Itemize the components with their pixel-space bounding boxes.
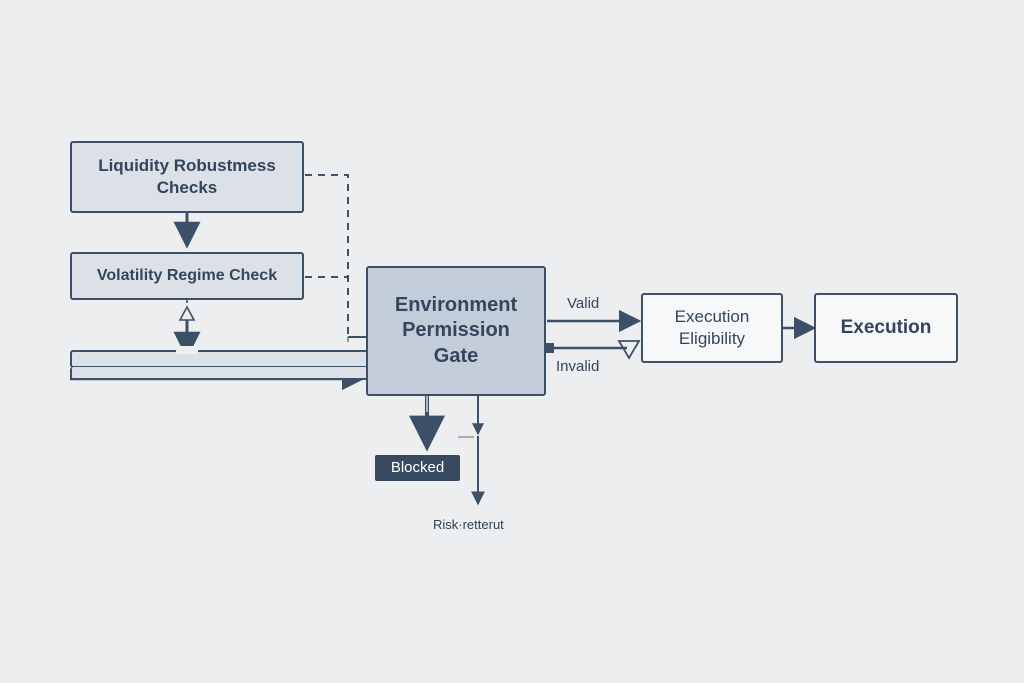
marker-hollow-triangle-down [617, 340, 641, 360]
node-eligibility-label-line2: Eligibility [678, 329, 746, 348]
node-blocked-label: Blocked [390, 459, 445, 477]
collapsed-box-notch [176, 346, 198, 354]
node-execution[interactable]: Execution [814, 293, 958, 363]
node-environment-permission-gate[interactable]: Environment Permission Gate [366, 266, 546, 396]
node-gate-label-line3: Gate [433, 344, 479, 367]
node-collapsed-upper[interactable] [70, 350, 370, 368]
node-liquidity-robustness-checks[interactable]: Liquidity Robustmess Checks [70, 141, 304, 213]
node-liquidity-label-line1: Liquidity Robustmess [98, 156, 276, 176]
node-gate-label-line1: Environment [394, 293, 518, 316]
node-liquidity-label-line2: Checks [156, 178, 218, 197]
node-collapsed-lower[interactable] [70, 367, 370, 380]
invalid-text: Invalid [556, 358, 600, 375]
node-volatility-label: Volatility Regime Check [96, 266, 278, 284]
node-eligibility-label-line1: Execution [674, 307, 750, 327]
edge-liquidity-dashed-bypass [305, 174, 349, 337]
node-execution-label: Execution [840, 316, 932, 338]
node-blocked[interactable]: Blocked [375, 455, 460, 481]
node-risk-return-label: Risk·retterut [433, 517, 504, 532]
node-volatility-regime-check[interactable]: Volatility Regime Check [70, 252, 304, 300]
valid-text: Valid [567, 295, 600, 312]
risk-return-text: Risk·retterut [433, 517, 504, 532]
edge-label-valid: Valid [567, 295, 599, 312]
edge-label-invalid: Invalid [556, 358, 599, 375]
node-execution-eligibility[interactable]: Execution Eligibility [641, 293, 783, 363]
node-gate-label-line2: Permission [402, 319, 510, 342]
marker-hollow-triangle-up [178, 305, 196, 321]
